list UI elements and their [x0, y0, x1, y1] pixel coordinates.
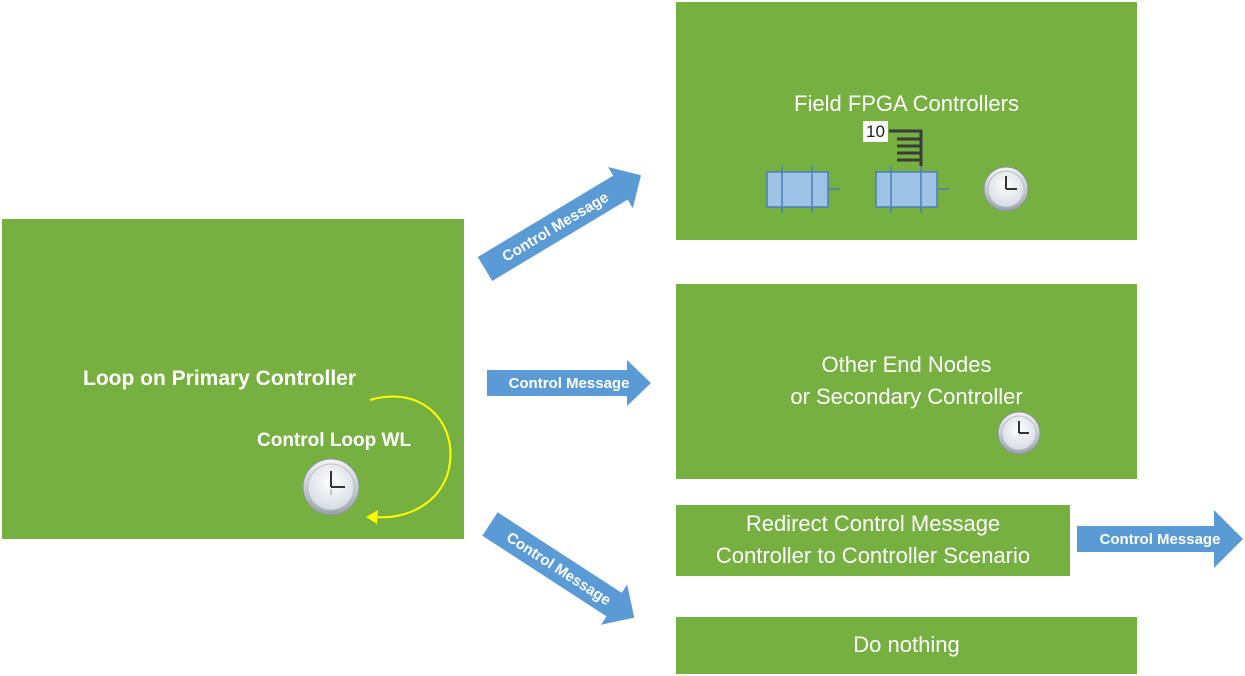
clock-icon — [997, 411, 1041, 455]
control-message-arrow-to-other: Control Message — [487, 360, 651, 406]
primary-controller-box: Loop on Primary Controller Control Loop … — [2, 219, 464, 539]
redirect-box: Redirect Control Message Controller to C… — [676, 505, 1070, 576]
primary-controller-title: Loop on Primary Controller — [83, 367, 357, 390]
do-nothing-box: Do nothing — [676, 617, 1137, 674]
other-end-nodes-line1: Other End Nodes — [821, 352, 992, 377]
do-nothing-label: Do nothing — [853, 632, 960, 657]
redirect-line1: Redirect Control Message — [745, 511, 1001, 536]
fpga-chip-icon — [766, 166, 840, 213]
loop-arrow-icon — [366, 395, 452, 524]
stack-counter: 10 — [863, 121, 888, 142]
clock-icon — [983, 166, 1029, 212]
other-end-nodes-line2: or Secondary Controller — [790, 384, 1023, 409]
control-loop-label: Control Loop WL — [257, 430, 412, 451]
control-message-arrow-down: Control Message — [482, 512, 635, 625]
fpga-chip-icon — [875, 166, 949, 213]
fpga-controllers-title: Field FPGA Controllers — [794, 91, 1019, 116]
arrow-label-down: Control Message — [503, 529, 614, 609]
fpga-controllers-box: Field FPGA Controllers 10 — [676, 2, 1137, 240]
arrow-label-from-redirect: Control Message — [1100, 531, 1221, 548]
clock-icon — [302, 458, 360, 516]
stack-icon — [889, 129, 923, 166]
arrow-label-to-fpga: Control Message — [499, 189, 611, 266]
redirect-line2: Controller to Controller Scenario — [715, 543, 1031, 568]
arrow-label-to-other: Control Message — [509, 375, 630, 392]
control-message-arrow-to-fpga: Control Message — [477, 167, 642, 282]
other-end-nodes-box: Other End Nodes or Secondary Controller — [676, 284, 1137, 479]
control-message-arrow-from-redirect: Control Message — [1077, 510, 1243, 568]
